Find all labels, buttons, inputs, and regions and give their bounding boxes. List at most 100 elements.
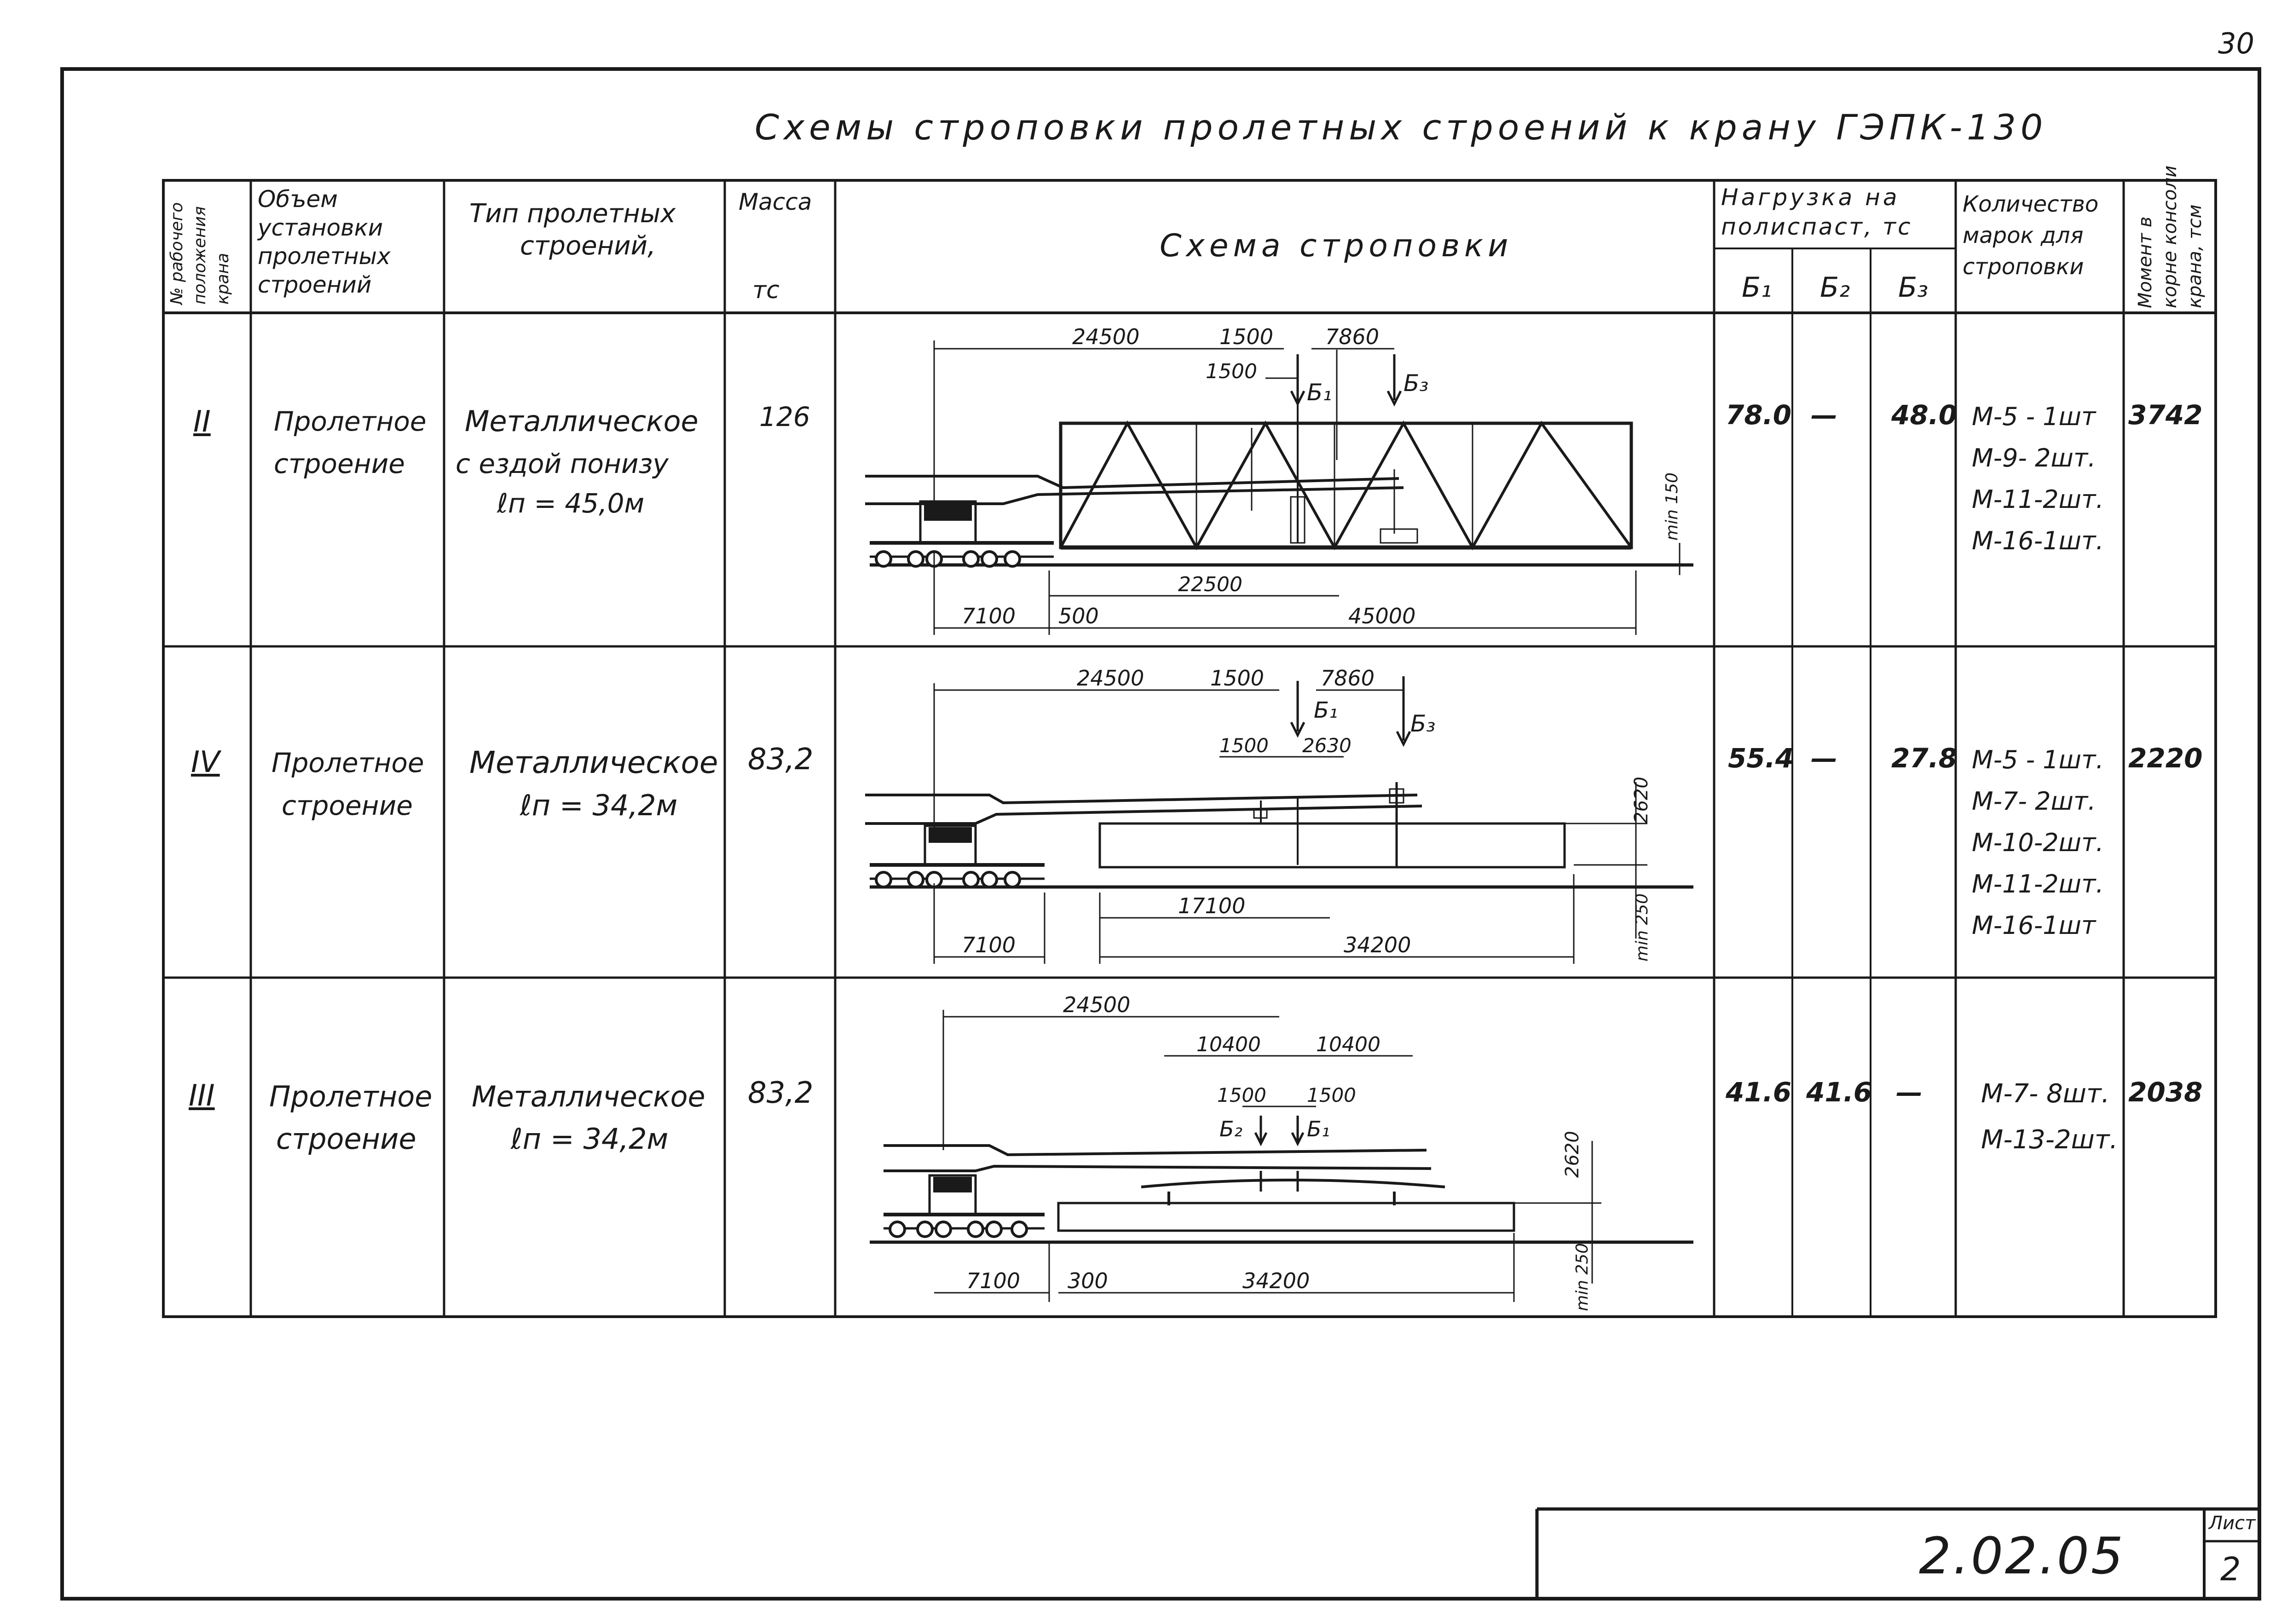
row-mass: 126 xyxy=(759,401,810,432)
sheet-border xyxy=(60,67,2261,1601)
header-load-b1: Б₁ xyxy=(1742,271,1772,304)
sheet-number: 2 xyxy=(2220,1550,2241,1588)
row-type-1: Металлическое xyxy=(472,1080,705,1113)
header-scope: Объем установки пролетных строений xyxy=(258,185,391,299)
row-type-2: с ездой понизу xyxy=(456,448,669,479)
header-load-b3: Б₃ xyxy=(1898,271,1929,304)
row-b1: 41.6 xyxy=(1726,1077,1792,1108)
row-mark-3: М-10-2шт. xyxy=(1972,828,2104,857)
dim-text: 7100 xyxy=(962,604,1016,628)
dim-text: min 250 xyxy=(1633,893,1652,962)
dim-text: min 250 xyxy=(1573,1243,1592,1311)
table-border xyxy=(162,179,2217,1318)
row-scope-1: Пролетное xyxy=(269,1080,433,1113)
row-mark-5: М-16-1шт xyxy=(1972,911,2096,940)
row-mark-4: М-11-2шт. xyxy=(1972,870,2104,898)
row-mass: 83,2 xyxy=(748,1076,814,1110)
row-position: III xyxy=(189,1079,215,1113)
dim-label: Б₃ xyxy=(1404,370,1428,397)
row-mark-1: М-5 - 1шт xyxy=(1972,402,2096,431)
dim-label: Б₁ xyxy=(1307,379,1332,406)
row-mark-4: М-16-1шт. xyxy=(1972,526,2104,555)
header-marks: Количество марок для строповки xyxy=(1963,189,2098,282)
header-marks-3: строповки xyxy=(1963,254,2084,280)
dim-label: Б₂ xyxy=(1219,1117,1242,1141)
row-scope-2: строение xyxy=(282,790,413,821)
row-b3: 48.0 xyxy=(1891,399,1958,431)
dim-text: 1500 xyxy=(1206,360,1257,383)
dim-text: 300 xyxy=(1068,1268,1108,1293)
dim-text: 1500 xyxy=(1219,324,1273,349)
header-span-type-2: строений, xyxy=(520,231,656,261)
dim-text: 500 xyxy=(1058,604,1099,628)
row-scope-2: строение xyxy=(274,448,405,479)
row-b3: 27.8 xyxy=(1891,743,1958,774)
dim-text: 7860 xyxy=(1325,324,1379,349)
dim-text: 34200 xyxy=(1344,933,1411,957)
row-type-2: ℓп = 34,2м xyxy=(511,1122,669,1156)
dim-label: Б₃ xyxy=(1410,710,1435,737)
row-type-1: Металлическое xyxy=(465,404,699,438)
header-span-type: Тип пролетных строений, xyxy=(469,198,676,262)
dim-text: 2620 xyxy=(1631,777,1652,824)
dim-text: 1500 xyxy=(1307,1084,1356,1106)
header-mass-unit: тс xyxy=(752,276,780,304)
row-b2: — xyxy=(1811,399,1837,431)
dim-text: 34200 xyxy=(1242,1268,1310,1293)
dim-text: 2630 xyxy=(1302,734,1352,757)
header-marks-1: Количество xyxy=(1963,191,2099,217)
dim-label: Б₁ xyxy=(1314,697,1338,723)
dim-text: 24500 xyxy=(1063,992,1130,1017)
scheme-row-3 xyxy=(870,1010,1693,1302)
row-b3: — xyxy=(1896,1077,1923,1108)
scheme-row-2 xyxy=(865,676,1693,964)
row-type-1: Металлическое xyxy=(469,745,718,780)
page-title: Схемы строповки пролетных строений к кра… xyxy=(755,107,2048,148)
row-scope-1: Пролетное xyxy=(271,747,424,778)
row-scope-2: строение xyxy=(276,1122,416,1156)
row-mark-1: М-5 - 1шт. xyxy=(1972,745,2104,774)
dim-text: 17100 xyxy=(1178,893,1245,918)
dim-text: 1500 xyxy=(1210,666,1264,691)
row-moment: 2220 xyxy=(2128,743,2203,774)
header-scope-3: пролетных xyxy=(258,243,391,270)
row-b2: 41.6 xyxy=(1806,1077,1872,1108)
dim-text: 2620 xyxy=(1562,1131,1583,1178)
dim-text: 45000 xyxy=(1348,604,1415,628)
row-scope-1: Пролетное xyxy=(274,406,427,437)
header-mass: Масса xyxy=(739,189,812,215)
row-mark-2: М-13-2шт. xyxy=(1981,1125,2118,1155)
row-moment: 3742 xyxy=(2128,399,2203,431)
header-load-b2: Б₂ xyxy=(1820,271,1850,304)
row-type-2: ℓп = 34,2м xyxy=(520,789,678,822)
dim-text: 10400 xyxy=(1196,1033,1261,1056)
header-load-2: полиспаст, тс xyxy=(1721,213,1912,240)
header-load-1: Нагрузка на xyxy=(1721,184,1900,211)
dim-text: 24500 xyxy=(1077,666,1144,691)
dim-text: min 150 xyxy=(1663,472,1681,541)
dim-text: 10400 xyxy=(1316,1033,1380,1056)
dim-text: 1500 xyxy=(1219,734,1269,757)
row-b2: — xyxy=(1811,743,1837,774)
header-marks-2: марок для xyxy=(1963,223,2084,248)
row-type-3: ℓп = 45,0м xyxy=(497,488,645,519)
dim-text: 1500 xyxy=(1217,1084,1266,1106)
dim-label: Б₁ xyxy=(1307,1117,1330,1141)
page-number: 30 xyxy=(2218,27,2254,60)
row-position: II xyxy=(193,405,211,439)
scheme-row-1 xyxy=(865,340,1693,635)
document-code: 2.02.05 xyxy=(1919,1526,2125,1585)
dim-text: 7860 xyxy=(1321,666,1375,691)
row-b1: 55.4 xyxy=(1728,743,1794,774)
header-span-type-1: Тип пролетных xyxy=(469,199,676,229)
row-mark-1: М-7- 8шт. xyxy=(1981,1079,2110,1109)
sheet-label: Лист xyxy=(2209,1513,2256,1534)
row-mark-2: М-7- 2шт. xyxy=(1972,787,2096,816)
dim-text: 7100 xyxy=(966,1268,1020,1293)
dim-text: 24500 xyxy=(1072,324,1139,349)
header-scheme: Схема строповки xyxy=(1160,228,1513,264)
row-mass: 83,2 xyxy=(748,743,814,777)
row-b1: 78.0 xyxy=(1726,399,1792,431)
header-scope-1: Объем xyxy=(258,186,338,213)
